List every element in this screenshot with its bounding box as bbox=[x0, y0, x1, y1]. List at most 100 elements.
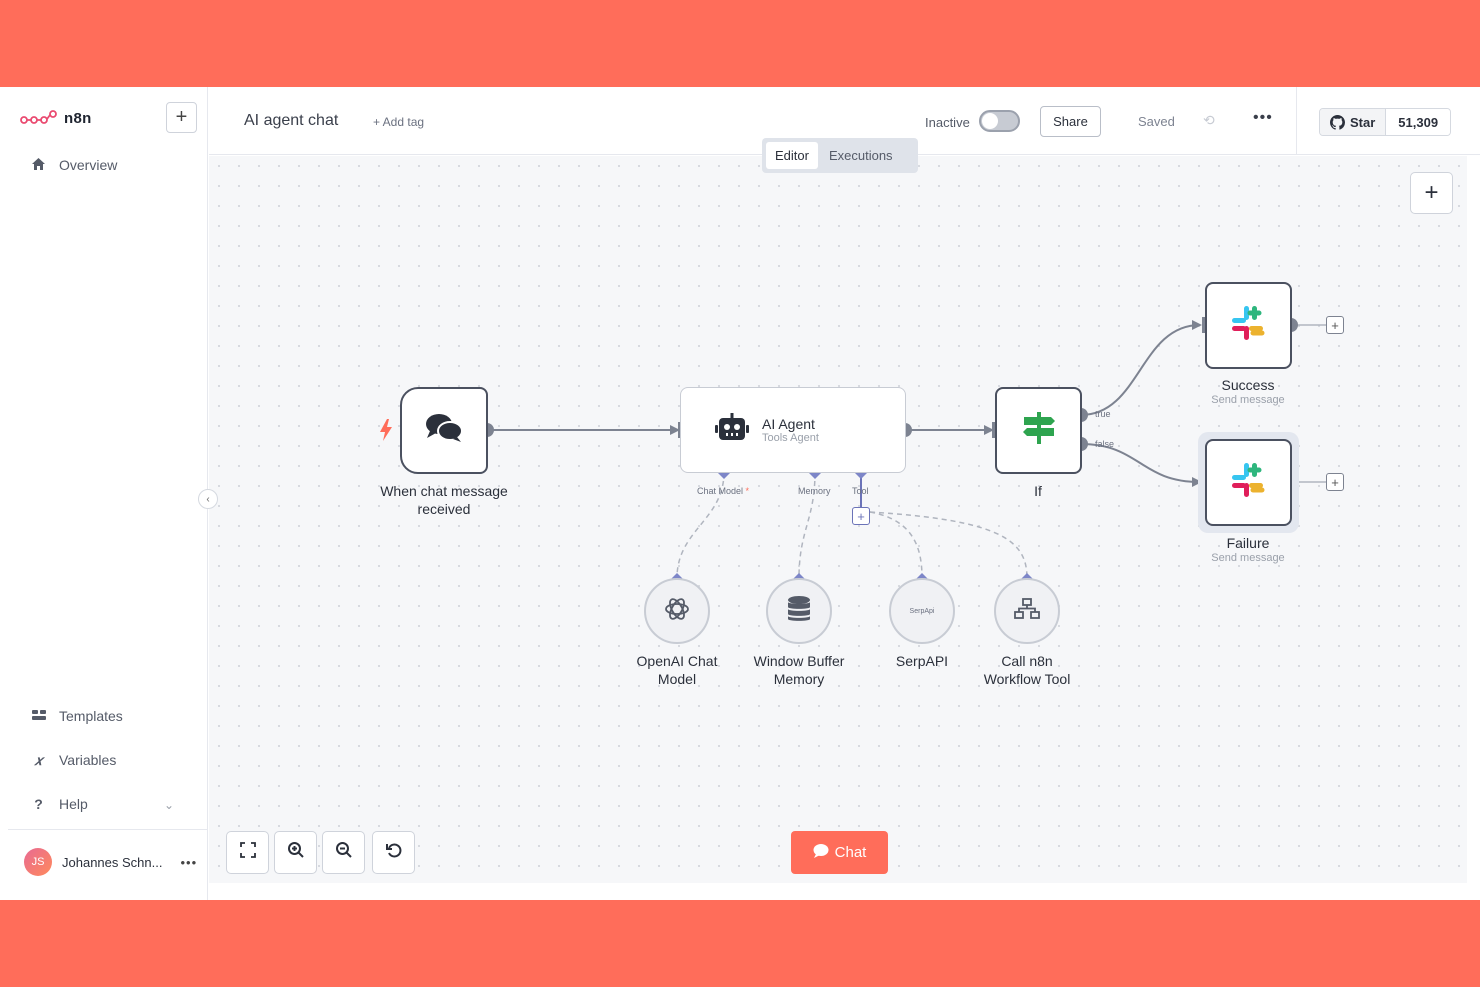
workflow-title[interactable]: AI agent chat bbox=[244, 112, 339, 129]
activate-toggle[interactable] bbox=[979, 110, 1020, 132]
node-ai-agent[interactable]: AI Agent Tools Agent bbox=[680, 387, 906, 473]
node-serpapi[interactable]: SerpApi bbox=[889, 578, 955, 644]
port-label-true: true bbox=[1095, 409, 1111, 419]
node-window-buffer-memory[interactable] bbox=[766, 578, 832, 644]
connection-if-success bbox=[1080, 324, 1201, 416]
connection-tool-workflow bbox=[869, 511, 1028, 579]
node-label-line: Memory bbox=[773, 671, 825, 687]
divider bbox=[1296, 87, 1297, 155]
node-label-success: Success bbox=[1221, 377, 1275, 393]
chat-bubbles-icon bbox=[424, 412, 464, 449]
sidebar-item-overview[interactable]: Overview bbox=[30, 154, 117, 176]
sidebar: n8n + Overview Templates 𝑥 Variables ? H… bbox=[0, 87, 208, 900]
connection-if-failure bbox=[1080, 443, 1201, 483]
help-icon: ? bbox=[34, 796, 43, 812]
connection-chat-model bbox=[676, 471, 725, 579]
node-call-workflow-tool[interactable] bbox=[994, 578, 1060, 644]
node-label-openai: OpenAI Chat Model bbox=[617, 652, 737, 688]
sidebar-item-label: Help bbox=[59, 796, 88, 812]
node-label-workflow-tool: Call n8n Workflow Tool bbox=[962, 652, 1092, 688]
zoom-out-button[interactable] bbox=[322, 831, 365, 874]
tab-executions[interactable]: Executions bbox=[828, 148, 893, 163]
user-more-icon[interactable]: ••• bbox=[180, 854, 198, 870]
slack-icon bbox=[1230, 304, 1268, 347]
zoom-out-icon bbox=[335, 841, 353, 864]
node-subtitle-success: Send message bbox=[1211, 394, 1285, 406]
add-tool-button[interactable]: + bbox=[852, 507, 870, 525]
port-label-memory: Memory bbox=[798, 486, 831, 496]
node-label-line: Model bbox=[657, 671, 697, 687]
reset-zoom-button[interactable] bbox=[372, 831, 415, 874]
collapse-sidebar-button[interactable]: ‹ bbox=[198, 489, 218, 509]
n8n-logo-icon bbox=[20, 110, 57, 124]
connection-memory bbox=[798, 471, 816, 579]
share-button[interactable]: Share bbox=[1040, 106, 1101, 137]
node-label-memory: Window Buffer Memory bbox=[734, 652, 864, 688]
arrow-head bbox=[1192, 477, 1202, 487]
node-label-line: OpenAI Chat bbox=[636, 653, 718, 669]
add-node-after-failure-button[interactable]: + bbox=[1326, 473, 1344, 491]
node-label-chat-trigger: When chat message received bbox=[360, 482, 528, 518]
node-label-line: Call n8n bbox=[1001, 653, 1053, 669]
github-star-count: 51,309 bbox=[1386, 109, 1451, 135]
signpost-icon bbox=[1021, 410, 1057, 451]
node-label-line: Workflow Tool bbox=[983, 671, 1071, 687]
agent-title: AI Agent bbox=[762, 416, 815, 432]
user-name: Johannes Schn... bbox=[62, 854, 163, 870]
zoom-in-button[interactable] bbox=[274, 831, 317, 874]
node-if[interactable] bbox=[995, 387, 1082, 474]
view-tabs: Editor Executions bbox=[762, 138, 918, 173]
connection-tool-serpapi bbox=[869, 511, 923, 579]
required-mark: * bbox=[745, 486, 750, 496]
sidebar-item-label: Overview bbox=[59, 157, 118, 173]
agent-subtitle: Tools Agent bbox=[762, 432, 819, 444]
fit-view-button[interactable] bbox=[226, 831, 269, 874]
github-star-button[interactable]: Star 51,309 bbox=[1319, 108, 1452, 136]
node-success[interactable] bbox=[1205, 282, 1292, 369]
add-node-after-success-button[interactable]: + bbox=[1326, 316, 1344, 334]
add-tag-link[interactable]: + Add tag bbox=[373, 115, 425, 129]
create-new-button[interactable]: + bbox=[166, 102, 197, 133]
toggle-knob bbox=[982, 113, 998, 129]
fullscreen-icon bbox=[239, 842, 256, 863]
sidebar-item-label: Templates bbox=[59, 708, 123, 724]
node-label-failure: Failure bbox=[1226, 535, 1270, 551]
history-icon[interactable]: ⟲ bbox=[1203, 112, 1215, 128]
node-openai-chat-model[interactable] bbox=[644, 578, 710, 644]
github-icon bbox=[1330, 114, 1345, 130]
robot-icon bbox=[714, 412, 750, 448]
open-chat-button[interactable]: Chat bbox=[791, 831, 888, 874]
chat-icon bbox=[813, 843, 829, 862]
more-options-icon[interactable]: ••• bbox=[1253, 109, 1273, 126]
arrow-head bbox=[984, 425, 994, 435]
agent-text: AI Agent Tools Agent bbox=[762, 416, 819, 444]
port-label-false: false bbox=[1095, 439, 1115, 449]
node-failure[interactable] bbox=[1205, 439, 1292, 526]
github-star[interactable]: Star bbox=[1320, 109, 1387, 135]
node-label-if: If bbox=[1034, 483, 1042, 499]
templates-icon bbox=[30, 708, 47, 724]
zoom-in-icon bbox=[287, 841, 305, 864]
user-menu[interactable]: JS Johannes Schn... ••• bbox=[24, 848, 197, 876]
sidebar-item-templates[interactable]: Templates bbox=[30, 705, 123, 727]
saved-status: Saved bbox=[1138, 114, 1175, 129]
serpapi-logo: SerpApi bbox=[909, 607, 935, 615]
sidebar-item-variables[interactable]: 𝑥 Variables bbox=[30, 749, 117, 771]
port-label-text: Chat Model bbox=[697, 486, 744, 496]
n8n-logo[interactable]: n8n bbox=[20, 105, 92, 131]
trigger-bolt-icon bbox=[378, 418, 394, 447]
github-star-label: Star bbox=[1350, 114, 1376, 130]
arrow-head bbox=[670, 425, 680, 435]
slack-icon bbox=[1230, 461, 1268, 504]
node-label-line: Window Buffer bbox=[753, 653, 845, 669]
node-label-line: When chat message bbox=[380, 483, 508, 499]
sidebar-item-help[interactable]: ? Help bbox=[30, 793, 88, 815]
port-label-tool: Tool bbox=[852, 486, 869, 496]
node-chat-trigger[interactable] bbox=[400, 387, 488, 474]
node-subtitle-failure: Send message bbox=[1211, 552, 1285, 564]
tab-editor[interactable]: Editor bbox=[766, 142, 818, 169]
add-node-button[interactable]: + bbox=[1410, 172, 1453, 214]
undo-icon bbox=[385, 841, 403, 864]
status-label: Inactive bbox=[925, 115, 970, 130]
chevron-down-icon[interactable]: ⌄ bbox=[164, 798, 175, 812]
